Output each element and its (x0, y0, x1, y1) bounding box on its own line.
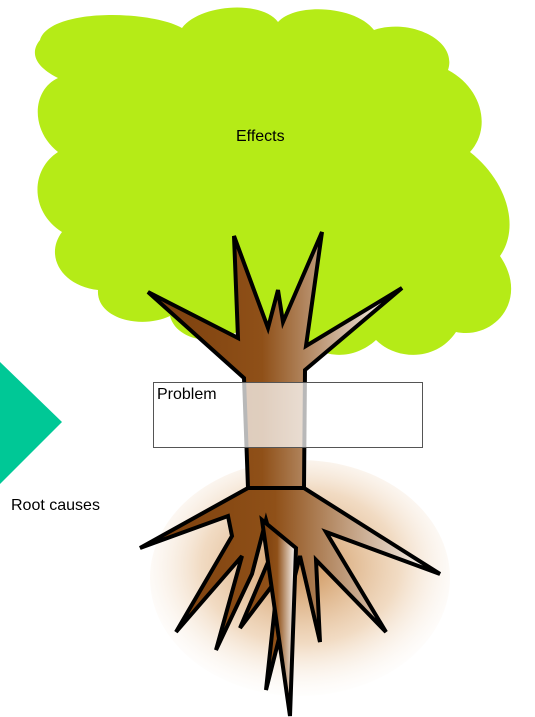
root-causes-label: Root causes (11, 497, 100, 514)
arrow-shape (0, 362, 62, 484)
problem-box: Problem (153, 382, 423, 448)
effects-label: Effects (236, 128, 285, 145)
canopy-effects (34, 7, 512, 355)
problem-label: Problem (157, 386, 217, 403)
tree-trunk-upper (146, 231, 404, 490)
tree-taproot (259, 515, 299, 717)
